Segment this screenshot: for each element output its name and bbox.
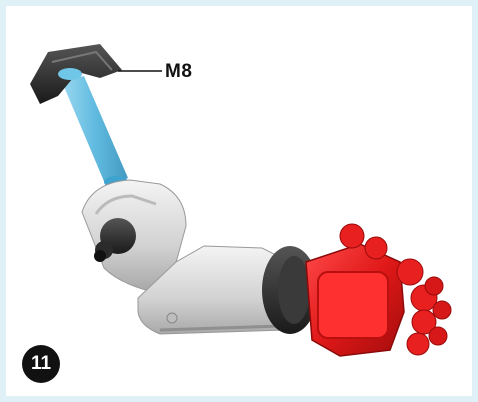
step-number-badge: 11 xyxy=(22,345,60,383)
blue-connector-rod xyxy=(62,76,128,188)
red-hand xyxy=(306,224,451,356)
part-callout-m8: M8 xyxy=(165,61,192,83)
